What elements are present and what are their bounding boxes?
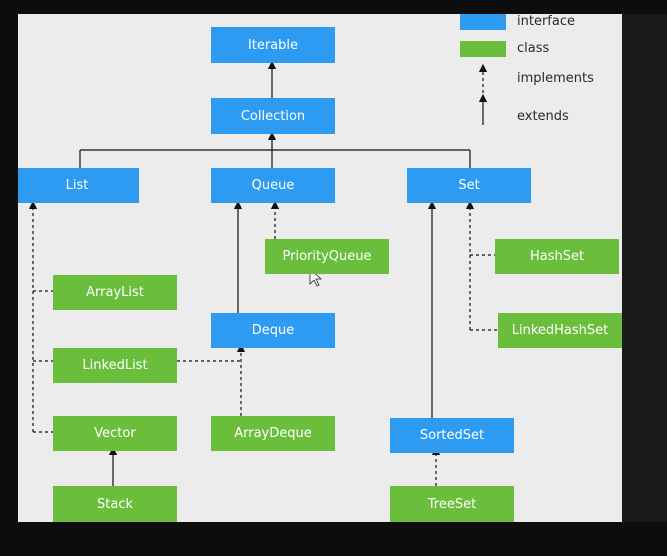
legend-class-label: class bbox=[517, 41, 550, 56]
right-frame-edge bbox=[622, 14, 667, 522]
legend-class-swatch bbox=[460, 41, 506, 57]
node-linkedlist: LinkedList bbox=[53, 348, 177, 383]
legend-implements-label: implements bbox=[517, 71, 594, 86]
node-arraylist: ArrayList bbox=[53, 275, 177, 310]
node-iterable: Iterable bbox=[211, 27, 335, 63]
node-deque: Deque bbox=[211, 313, 335, 348]
node-sortedset: SortedSet bbox=[390, 418, 514, 453]
node-queue: Queue bbox=[211, 168, 335, 203]
node-hashset: HashSet bbox=[495, 239, 619, 274]
diagram-canvas: interface class implements extends Itera… bbox=[18, 14, 622, 522]
legend-interface-swatch bbox=[460, 14, 506, 30]
legend-interface-label: interface bbox=[517, 14, 575, 29]
node-list: List bbox=[18, 168, 139, 203]
node-priorityqueue: PriorityQueue bbox=[265, 239, 389, 274]
node-linkedhashset: LinkedHashSet bbox=[498, 313, 622, 348]
node-treeset: TreeSet bbox=[390, 486, 514, 522]
legend-extends-label: extends bbox=[517, 109, 569, 124]
node-vector: Vector bbox=[53, 416, 177, 451]
node-collection: Collection bbox=[211, 98, 335, 134]
node-stack: Stack bbox=[53, 486, 177, 522]
node-arraydeque: ArrayDeque bbox=[211, 416, 335, 451]
node-set: Set bbox=[407, 168, 531, 203]
